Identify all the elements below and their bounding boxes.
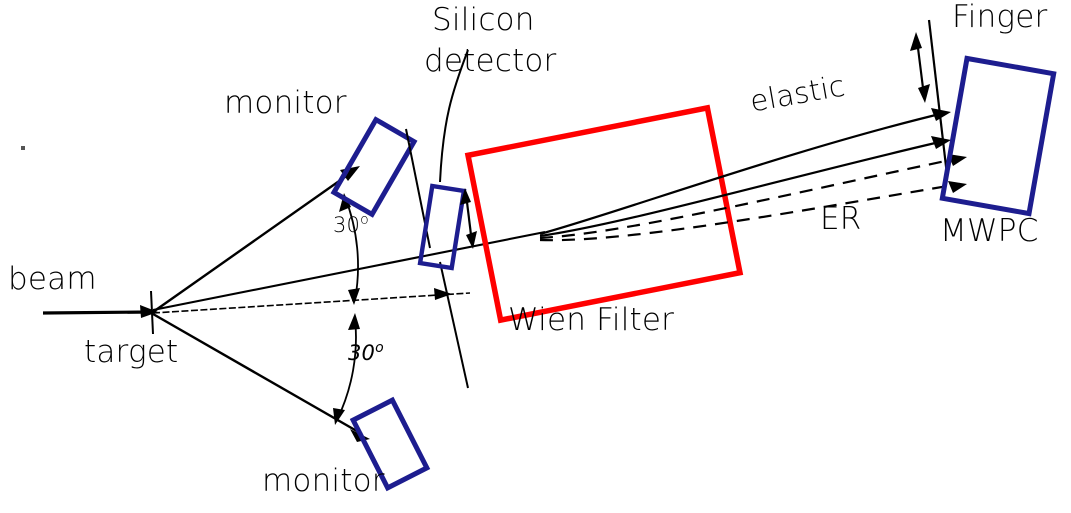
wien-filter-box: [464, 104, 744, 324]
label-monitor-upper: monitor: [224, 85, 347, 121]
target-marker: [150, 290, 154, 335]
monitor-lower-box: [349, 396, 431, 492]
separator-axis-line: [152, 230, 546, 312]
silicon-detector-double-arrow: [460, 188, 477, 249]
angle-arc-upper: [339, 193, 360, 305]
finger-line: [927, 19, 949, 176]
silicon-detector-pointer: [439, 49, 469, 183]
angle-lower-value: 30: [348, 341, 376, 365]
label-silicon-detector-line2: detector: [424, 43, 557, 79]
label-angle-lower: 30o: [348, 341, 384, 364]
label-target: target: [84, 334, 179, 370]
label-silicon-detector-line1: Silicon: [432, 2, 535, 38]
label-beam: beam: [8, 261, 97, 297]
label-angle-upper: 30o: [333, 213, 369, 236]
mwpc-box: [939, 55, 1057, 217]
label-monitor-lower: monitor: [262, 463, 385, 499]
beam-axis: [152, 288, 471, 314]
label-wien-filter: Wien Filter: [508, 302, 675, 338]
monitor-upper-box: [330, 116, 418, 218]
angle-arc-lower: [333, 313, 360, 425]
angle-upper-value: 30: [333, 213, 361, 237]
label-mwpc: MWPC: [940, 213, 1039, 249]
er-trajectory: [539, 154, 967, 242]
finger-double-arrow: [910, 32, 930, 103]
angle-lower-degree-symbol: o: [375, 340, 384, 356]
scan-speck: [21, 146, 25, 150]
beam-line: [42, 305, 158, 318]
silicon-detector-box: [417, 183, 467, 271]
aperture-plate-lower: [439, 261, 469, 389]
monitor-lower-ray: [152, 312, 370, 442]
angle-upper-degree-symbol: o: [360, 212, 369, 228]
label-er: ER: [820, 201, 862, 237]
label-finger: Finger: [952, 0, 1048, 35]
